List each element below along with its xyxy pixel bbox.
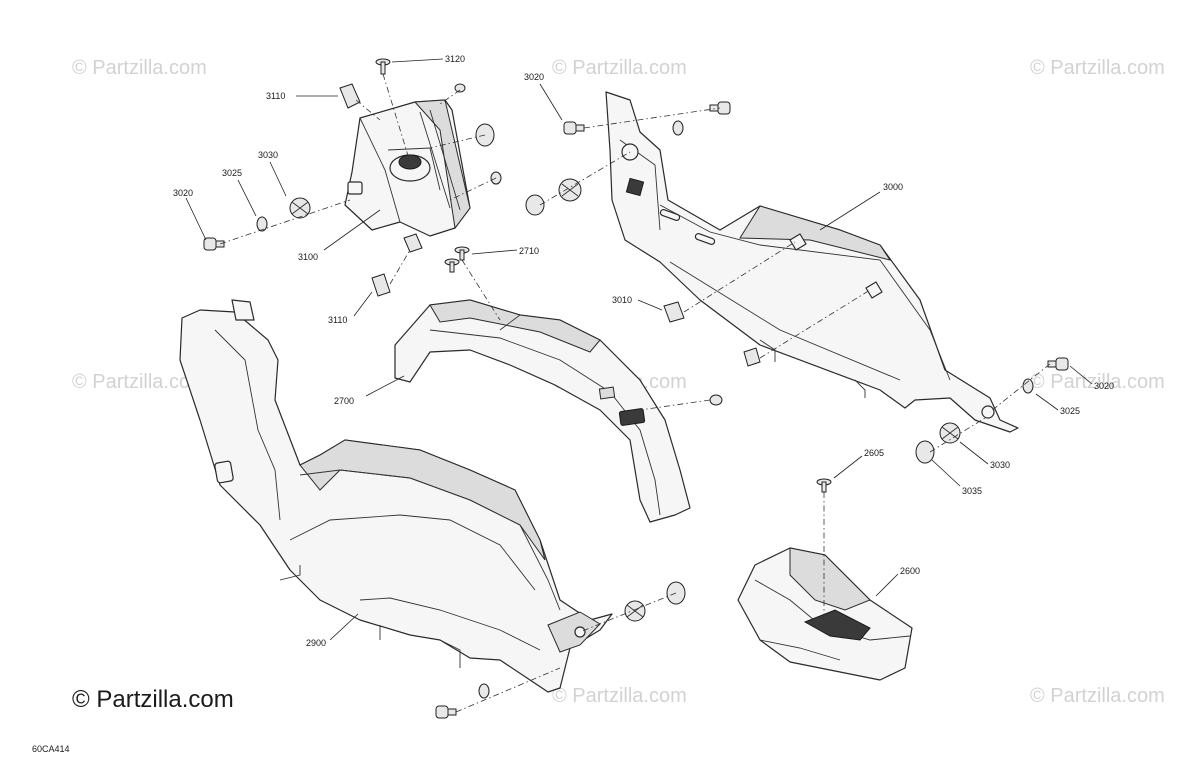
- callout-3025[interactable]: 3025: [1060, 406, 1080, 416]
- watermark: © Partzilla.com: [72, 57, 207, 79]
- part-2700-center-panel[interactable]: [394, 299, 691, 523]
- callout-3035[interactable]: 3035: [962, 486, 982, 496]
- clip-3110-bottom[interactable]: [371, 273, 391, 297]
- rivet[interactable]: [558, 178, 582, 202]
- hardware[interactable]: [203, 58, 1069, 719]
- screw[interactable]: [709, 394, 723, 406]
- watermark: © Partzilla.com: [552, 57, 687, 79]
- callouts: 3120 3110 3030 3025 3020 3100 3110 2710 …: [173, 54, 1114, 648]
- bolt-3020[interactable]: [1047, 357, 1069, 371]
- leader-lines: [185, 58, 1093, 641]
- screw[interactable]: [454, 83, 466, 93]
- washer[interactable]: [1022, 378, 1034, 394]
- callout-3025[interactable]: 3025: [222, 168, 242, 178]
- clip[interactable]: [743, 347, 761, 367]
- rivet-3030[interactable]: [939, 422, 961, 444]
- rivet[interactable]: [624, 600, 646, 622]
- watermark: © Partzilla.com: [1030, 371, 1165, 393]
- clip-2710-side[interactable]: [403, 233, 423, 253]
- screw-2710[interactable]: [444, 246, 470, 273]
- assembly-lines: [219, 73, 1051, 713]
- callout-3000[interactable]: 3000: [883, 182, 903, 192]
- bolt-3020[interactable]: [563, 121, 585, 135]
- brand-logo: © Partzilla.com: [72, 686, 234, 713]
- callout-3100[interactable]: 3100: [298, 252, 318, 262]
- callout-3030[interactable]: 3030: [990, 460, 1010, 470]
- drawing-code: 60CA414: [32, 744, 70, 754]
- watermark: © Partzilla.com: [552, 685, 687, 707]
- callout-3010[interactable]: 3010: [612, 295, 632, 305]
- callout-2600[interactable]: 2600: [900, 566, 920, 576]
- washer[interactable]: [256, 216, 268, 232]
- washer[interactable]: [915, 440, 935, 464]
- callout-2710[interactable]: 2710: [519, 246, 539, 256]
- washer[interactable]: [525, 194, 545, 216]
- washer[interactable]: [478, 683, 490, 699]
- callout-2605[interactable]: 2605: [864, 448, 884, 458]
- callout-2700[interactable]: 2700: [334, 396, 354, 406]
- watermark: © Partzilla.com: [72, 371, 207, 393]
- callout-3020[interactable]: 3020: [1094, 381, 1114, 391]
- washer[interactable]: [672, 120, 684, 136]
- clip-3110-top[interactable]: [339, 83, 361, 109]
- callout-3020[interactable]: 3020: [173, 188, 193, 198]
- watermark: © Partzilla.com: [1030, 57, 1165, 79]
- callout-3120[interactable]: 3120: [445, 54, 465, 64]
- screw-2605[interactable]: [816, 478, 832, 493]
- part-3000-right-panel[interactable]: [605, 91, 1019, 433]
- watermarks: © Partzilla.com © Partzilla.com © Partzi…: [72, 57, 1165, 707]
- part-3100-bracket[interactable]: [344, 99, 471, 237]
- callout-3110[interactable]: 3110: [266, 91, 285, 101]
- callout-3110[interactable]: 3110: [328, 315, 347, 325]
- bolt[interactable]: [435, 705, 457, 719]
- screw-3120[interactable]: [375, 58, 391, 75]
- callout-3020[interactable]: 3020: [524, 72, 544, 82]
- clip-3010[interactable]: [663, 301, 685, 323]
- callout-3030[interactable]: 3030: [258, 150, 278, 160]
- part-2600-tray[interactable]: [737, 547, 913, 681]
- callout-2900[interactable]: 2900: [306, 638, 326, 648]
- rivet-3030[interactable]: [289, 197, 311, 219]
- watermark: © Partzilla.com: [1030, 685, 1165, 707]
